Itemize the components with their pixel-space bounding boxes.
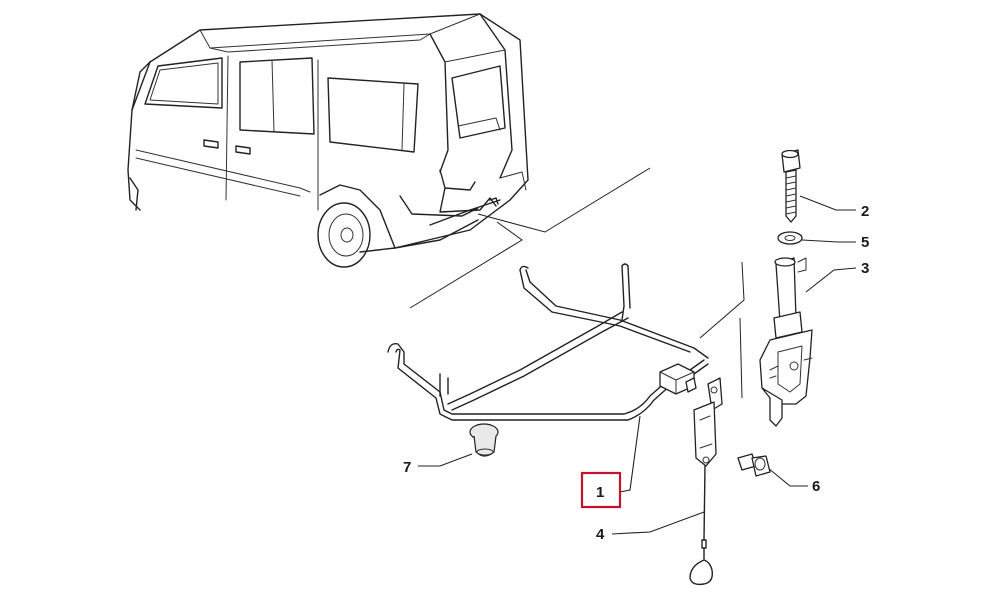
van-illustration	[127, 13, 529, 268]
callout-3[interactable]: 3	[861, 260, 869, 277]
highlight-box	[580, 471, 622, 509]
callout-6[interactable]: 6	[812, 478, 820, 495]
plug-part	[469, 423, 499, 457]
callouts: 1 2 3 4 5 6 7	[403, 203, 869, 543]
callout-1[interactable]: 1	[596, 484, 604, 501]
washer-part	[777, 231, 803, 245]
leader-lines	[418, 195, 857, 535]
callout-5[interactable]: 5	[861, 234, 869, 251]
callout-7[interactable]: 7	[403, 459, 411, 476]
screw-part	[737, 453, 771, 477]
projection-lines	[409, 167, 745, 399]
cable-bracket-part	[689, 377, 723, 586]
tow-bracket-part	[759, 257, 813, 427]
bolt-part	[781, 149, 801, 223]
callout-2[interactable]: 2	[861, 203, 869, 220]
callout-4[interactable]: 4	[596, 526, 605, 543]
wiring-harness	[387, 263, 709, 421]
